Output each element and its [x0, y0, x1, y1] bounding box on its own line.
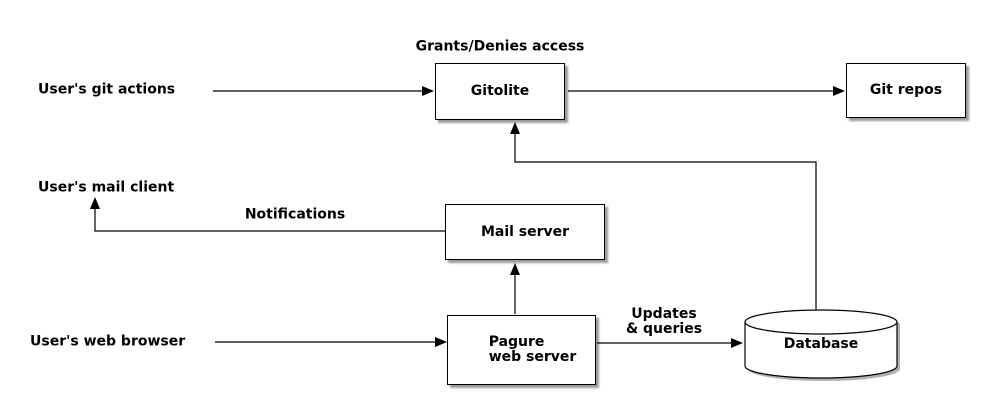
- edge-notifications-label: Notifications: [244, 206, 346, 223]
- edge-gitolite-to-git-repos: [568, 86, 845, 96]
- database-cylinder-icon: [744, 309, 900, 381]
- node-pagure-web-server: Pagure web server: [447, 315, 596, 385]
- edge-database-to-gitolite: [510, 122, 817, 310]
- node-mail-server-label: Mail server: [480, 223, 570, 240]
- actor-web-browser-label: User's web browser: [30, 333, 186, 350]
- node-mail-server: Mail server: [445, 204, 605, 260]
- edge-updates-queries-label: Updates & queries: [625, 306, 703, 337]
- edge-mail-server-to-mail-client: [90, 197, 445, 232]
- gitolite-caption-label: Grants/Denies access: [415, 38, 585, 55]
- actor-git-actions-label: User's git actions: [38, 81, 176, 98]
- edge-pagure-to-mail-server: [510, 263, 520, 314]
- node-pagure-label: Pagure web server: [488, 334, 577, 365]
- node-git-repos-label: Git repos: [869, 82, 943, 98]
- node-gitolite: Gitolite: [435, 63, 565, 120]
- edge-pagure-to-database: [597, 338, 743, 348]
- edge-web-browser-to-pagure: [215, 337, 447, 347]
- node-gitolite-label: Gitolite: [470, 83, 530, 99]
- edge-git-actions-to-gitolite: [213, 86, 434, 96]
- node-database: Database: [745, 314, 897, 374]
- node-database-label: Database: [783, 336, 859, 352]
- node-git-repos: Git repos: [846, 63, 966, 118]
- actor-mail-client-label: User's mail client: [38, 179, 175, 196]
